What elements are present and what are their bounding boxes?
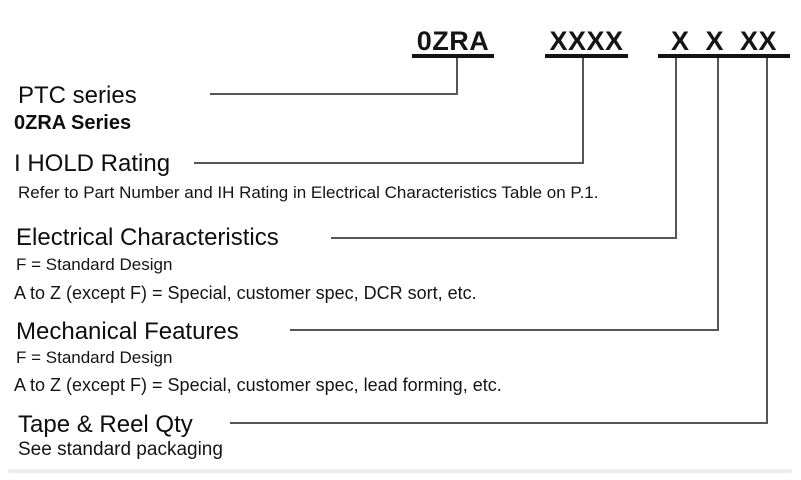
drop-line-mechanical xyxy=(717,58,719,331)
drop-line-ihold xyxy=(582,58,584,164)
connector-line-mechanical xyxy=(290,329,719,331)
part-number-segment-ihold: XXXX xyxy=(545,28,628,58)
section-title-tape-reel-qty: Tape & Reel Qty xyxy=(18,411,193,438)
part-number-segment-series: 0ZRA xyxy=(412,28,494,58)
section-subtitle-0zra-series: 0ZRA Series xyxy=(14,112,132,134)
connector-line-tape-reel xyxy=(230,422,768,424)
bottom-divider xyxy=(8,469,792,473)
section-line2-electrical: A to Z (except F) = Special, customer sp… xyxy=(14,283,477,303)
section-line1-mechanical: F = Standard Design xyxy=(16,348,173,367)
drop-line-tape-reel xyxy=(766,58,768,424)
section-title-electrical-characteristics: Electrical Characteristics xyxy=(16,224,279,251)
connector-line-electrical xyxy=(331,237,677,239)
connector-line-ihold xyxy=(194,162,584,164)
section-title-mechanical-features: Mechanical Features xyxy=(16,318,239,345)
section-line1-electrical: F = Standard Design xyxy=(16,255,173,274)
section-subtitle-tape-reel: See standard packaging xyxy=(18,439,223,460)
drop-line-series xyxy=(456,58,458,95)
section-note-ihold-rating: Refer to Part Number and IH Rating in El… xyxy=(18,183,599,202)
section-line2-mechanical: A to Z (except F) = Special, customer sp… xyxy=(14,375,502,395)
drop-line-electrical xyxy=(675,58,677,239)
section-title-ihold-rating: I HOLD Rating xyxy=(14,150,171,177)
part-number-segment-suffix: X X XX xyxy=(658,28,790,58)
connector-line-series xyxy=(210,93,458,95)
section-title-ptc-series: PTC series xyxy=(18,82,137,109)
